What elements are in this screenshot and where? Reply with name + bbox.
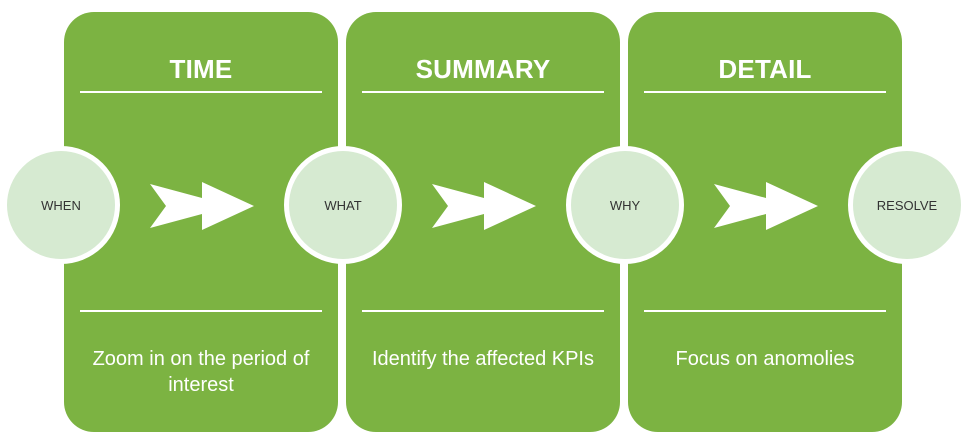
node-label: WHY xyxy=(609,197,641,213)
divider xyxy=(644,91,886,93)
panel-description: Zoom in on the period of interest xyxy=(92,348,310,396)
divider xyxy=(80,91,322,93)
arrow-right-icon xyxy=(432,182,536,230)
divider xyxy=(362,310,604,312)
divider xyxy=(362,91,604,93)
divider xyxy=(80,310,322,312)
node-why: WHY xyxy=(566,146,684,264)
node-label: RESOLVE xyxy=(876,197,938,213)
arrow-right-icon xyxy=(150,182,254,230)
node-label: WHEN xyxy=(41,197,81,213)
panel-title: TIME xyxy=(169,54,233,84)
panel-description: Focus on anomolies xyxy=(675,348,855,370)
arrow-right-icon xyxy=(714,182,818,230)
panel-description: Identify the affected KPIs xyxy=(372,348,594,370)
node-what: WHAT xyxy=(284,146,402,264)
node-resolve: RESOLVE xyxy=(848,146,966,264)
node-when: WHEN xyxy=(2,146,120,264)
node-label: WHAT xyxy=(324,197,362,213)
panel-title: SUMMARY xyxy=(415,54,551,84)
panel-title: DETAIL xyxy=(718,54,812,84)
divider xyxy=(644,310,886,312)
